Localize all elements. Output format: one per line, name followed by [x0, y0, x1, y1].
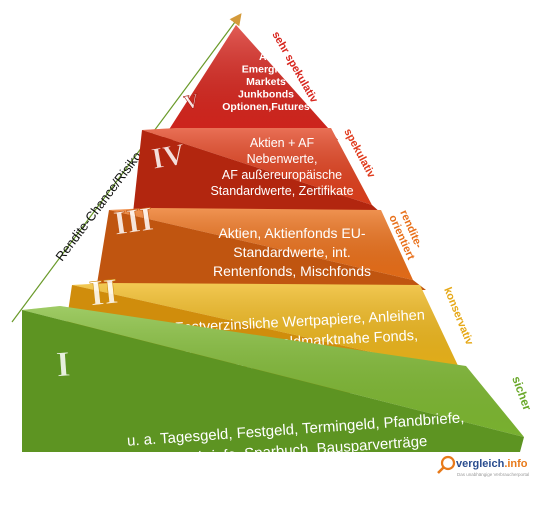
tier-numeral: V [182, 90, 201, 115]
tier-text-line: AF außereuropäische [222, 168, 342, 182]
tier-shine [22, 306, 524, 437]
tier-shine [109, 208, 413, 280]
tier-description: Aktien + AF Nebenwerte, AF außereuropäisch… [210, 136, 353, 198]
tier-shine [72, 283, 461, 372]
tier-front-bevel [133, 130, 381, 213]
tier-front-bevel [22, 310, 524, 452]
brand-logo: vergleich.info Das unabhängige Verbrauch… [437, 455, 529, 477]
tier-text-line: Aktien + AF [250, 136, 315, 150]
tier-text-line: Markets [246, 76, 286, 88]
tier-numeral: III [111, 201, 155, 243]
tier-text-line: Nebenwerte, [247, 152, 318, 166]
tier-description: Aktien, Aktienfonds EU- Standardwerte, in… [213, 225, 371, 279]
risk-axis-arrow [11, 13, 242, 323]
tier-text-line: Aktien, Aktienfonds EU- [218, 225, 365, 241]
tier-text-line: Standardwerte, int. [233, 244, 351, 260]
tier-3 [96, 208, 426, 290]
tier-4 [133, 128, 381, 213]
tier-front-bevel [96, 210, 426, 290]
tier-text-line: Junkbonds [238, 89, 294, 101]
tier-text-line: Emerging [242, 64, 290, 76]
brand-name: vergleich [456, 458, 505, 470]
risk-label-line: konservativ [441, 286, 475, 348]
tier-text-line: Standardwerte, Zertifikate [210, 184, 353, 198]
tier-shine [142, 128, 372, 205]
tier-numeral: I [55, 344, 72, 385]
svg-text:vergleich.info: vergleich.info [456, 458, 528, 470]
brand-tld: .info [504, 458, 527, 470]
risk-label-line: sicher [509, 374, 534, 412]
magnifier-icon [437, 455, 456, 474]
brand-tagline: Das unabhängige Verbraucherportal [457, 472, 529, 477]
tier-text-line: AF [259, 51, 274, 63]
risk-label: sicher [509, 374, 534, 412]
tier-1 [22, 306, 524, 452]
tier-numeral: II [88, 271, 120, 314]
tier-text-line: Rentenfonds, Mischfonds [213, 263, 371, 279]
tier-text-line: Optionen,Futures [222, 101, 310, 113]
tier-numeral: IV [149, 137, 188, 175]
tier-shine [170, 25, 328, 128]
risk-label: konservativ [441, 286, 475, 348]
